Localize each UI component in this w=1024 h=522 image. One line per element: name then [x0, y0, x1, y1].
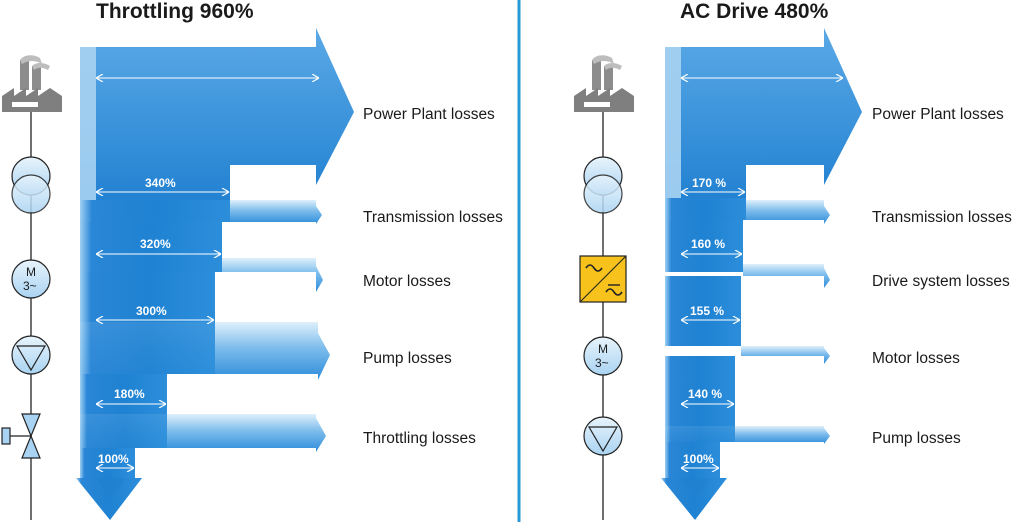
ac-drive-percent-markers: 170 % 160 % 155 % 140 % 100% [682, 78, 842, 468]
percent-label: 340% [145, 176, 176, 190]
ac-drive-flow [661, 28, 862, 520]
loss-label-power-plant: Power Plant losses [872, 106, 1004, 123]
useful-output-arrow [661, 478, 727, 520]
loss-label-transmission: Transmission losses [363, 209, 503, 226]
motor-icon: M 3~ [11, 259, 51, 299]
ac-drive-component-chain: M 3~ [574, 55, 634, 520]
percent-label: 140 % [688, 387, 722, 401]
throttling-component-chain: M 3~ [1, 55, 62, 520]
motor-loss-arrow [741, 346, 830, 364]
throttle-valve-icon [1, 413, 41, 459]
transformer-icon [583, 156, 623, 214]
throttling-title: Throttling 960% [96, 0, 254, 23]
factory-icon [2, 55, 62, 112]
transmission-loss-arrow [746, 200, 830, 224]
percent-label: 160 % [691, 237, 725, 251]
ac-drive-title: AC Drive 480% [680, 0, 829, 23]
transformer-icon [11, 156, 51, 214]
motor-loss-arrow [222, 258, 323, 292]
loss-label-power-plant: Power Plant losses [363, 106, 495, 123]
loss-label-pump: Pump losses [872, 430, 961, 447]
percent-label: 320% [140, 237, 171, 251]
svg-text:3~: 3~ [23, 279, 37, 293]
svg-text:M: M [598, 342, 608, 356]
useful-output-arrow [76, 478, 142, 520]
drive-system-loss-arrow [743, 264, 830, 288]
drive-converter-icon [579, 255, 627, 303]
power-plant-loss-arrow [80, 28, 354, 212]
transmission-loss-arrow [230, 200, 322, 224]
loss-label-pump: Pump losses [363, 350, 452, 367]
pump-icon [11, 335, 51, 375]
percent-label: 100% [98, 452, 129, 466]
percent-label: 155 % [690, 304, 724, 318]
percent-label: 300% [136, 304, 167, 318]
svg-text:M: M [26, 265, 36, 279]
throttling-flow [76, 28, 354, 520]
pump-icon [583, 416, 623, 456]
percent-label: 170 % [692, 176, 726, 190]
percent-label: 180% [114, 387, 145, 401]
loss-label-transmission: Transmission losses [872, 209, 1012, 226]
factory-icon [574, 55, 634, 112]
loss-label-motor: Motor losses [872, 350, 960, 367]
power-plant-loss-arrow [665, 28, 862, 210]
svg-text:3~: 3~ [595, 356, 609, 370]
motor-icon: M 3~ [583, 336, 623, 376]
ac-drive-panel: AC Drive 480% 170 % [574, 0, 1012, 520]
percent-label: 100% [683, 452, 714, 466]
loss-label-throttling: Throttling losses [363, 430, 476, 447]
throttling-panel: Throttling 960% [1, 0, 503, 520]
loss-label-motor: Motor losses [363, 273, 451, 290]
throttling-percent-markers: 340% 320% 300% 180% 100% [97, 78, 318, 468]
loss-label-drive-system: Drive system losses [872, 273, 1010, 290]
